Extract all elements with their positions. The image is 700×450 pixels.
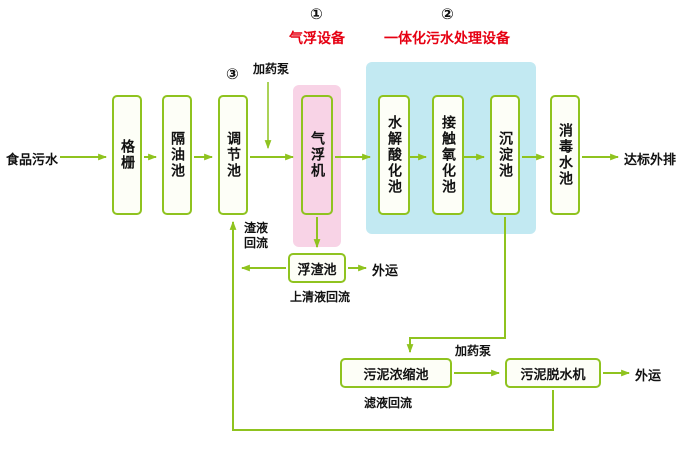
node-contact-oxidation: 接触氧化池 xyxy=(432,95,464,215)
integrated-equipment-label: 一体化污水处理设备 xyxy=(384,31,510,47)
node-grid: 格栅 xyxy=(112,95,142,215)
node-oil-separator: 隔油池 xyxy=(162,95,192,215)
circled-number-2: ② xyxy=(441,5,454,23)
outward-scum-label: 外运 xyxy=(372,264,399,279)
node-sedimentation: 沉淀池 xyxy=(490,95,520,215)
influent-label: 食品污水 xyxy=(6,153,59,168)
circled-number-1: ① xyxy=(310,5,323,23)
node-hydrolysis-acidification: 水解酸化池 xyxy=(378,95,410,215)
air-flotation-equipment-label: 气浮设备 xyxy=(289,31,345,47)
node-disinfection: 消毒水池 xyxy=(550,95,580,215)
node-sludge-dewatering: 污泥脱水机 xyxy=(505,358,601,388)
dosing-pump-top-label: 加药泵 xyxy=(253,62,290,76)
node-sludge-thickener: 污泥浓缩池 xyxy=(340,358,452,388)
node-air-flotation: 气浮机 xyxy=(301,95,333,215)
filtrate-reflux-label: 滤液回流 xyxy=(364,396,413,410)
dosing-pump-bottom-label: 加药泵 xyxy=(455,344,492,358)
supernatant-reflux-label: 上清液回流 xyxy=(290,290,351,304)
slag-reflux-label: 渣液回流 xyxy=(243,221,268,250)
outward-sludge-label: 外运 xyxy=(635,369,662,384)
node-scum-tank: 浮渣池 xyxy=(288,253,346,283)
discharge-label: 达标外排 xyxy=(624,153,677,168)
node-regulating-tank: 调节池 xyxy=(218,95,248,215)
circled-number-3: ③ xyxy=(226,65,239,83)
